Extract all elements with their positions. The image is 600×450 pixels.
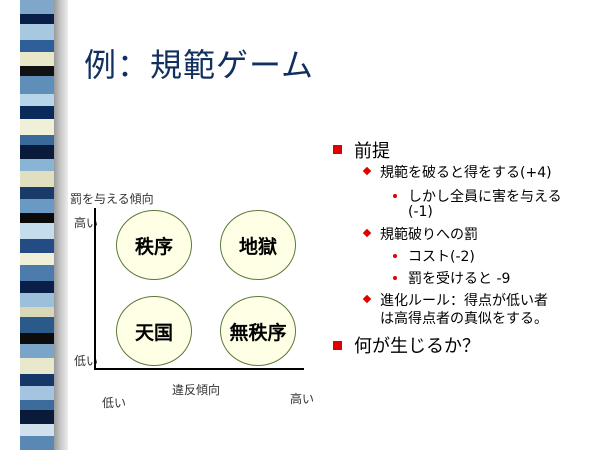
- bullet-square-icon: [333, 145, 342, 154]
- decorative-stripe: [20, 0, 54, 450]
- slide-title: 例：規範ゲーム: [84, 46, 315, 84]
- y-low-label: 低い: [74, 354, 99, 368]
- x-axis-label: 違反傾向: [172, 383, 221, 397]
- bullet-premise: 前提: [354, 141, 390, 162]
- bullet-evolution-line2: は高得点者の真似をする。: [380, 311, 548, 327]
- quadrant-disorder: 無秩序: [220, 296, 296, 366]
- y-axis-line: [94, 208, 96, 370]
- bullet-dot-icon: [393, 276, 397, 280]
- y-axis-label: 罰を与える傾向: [70, 192, 154, 206]
- bullet-harm-line2: (-1): [408, 204, 433, 220]
- x-high-label: 高い: [290, 392, 315, 406]
- bullet-evolution-line1: 進化ルール：得点が低い者: [380, 293, 548, 309]
- bullet-dot-icon: [393, 254, 397, 258]
- bullet-diamond-icon: [362, 228, 372, 238]
- bullet-norm-break: 規範を破ると得をする(+4): [380, 165, 552, 181]
- bullet-diamond-icon: [362, 294, 372, 304]
- bullet-penalty-heading: 規範破りへの罰: [380, 227, 478, 243]
- x-axis-line: [94, 368, 304, 370]
- bullet-punished: 罰を受けると -9: [408, 271, 511, 287]
- bullet-cost: コスト(-2): [408, 249, 475, 265]
- y-high-label: 高い: [74, 216, 99, 230]
- bullet-square-icon: [333, 341, 342, 350]
- x-low-label: 低い: [102, 396, 127, 410]
- bullet-dot-icon: [393, 194, 397, 198]
- quadrant-heaven: 天国: [116, 296, 192, 366]
- bullet-question: 何が生じるか？: [354, 336, 480, 357]
- quadrant-order: 秩序: [116, 210, 192, 280]
- stripe-shadow: [54, 0, 68, 450]
- bullet-diamond-icon: [362, 166, 372, 176]
- bullet-harm-line1: しかし全員に害を与える: [408, 189, 562, 205]
- quadrant-hell: 地獄: [220, 210, 296, 280]
